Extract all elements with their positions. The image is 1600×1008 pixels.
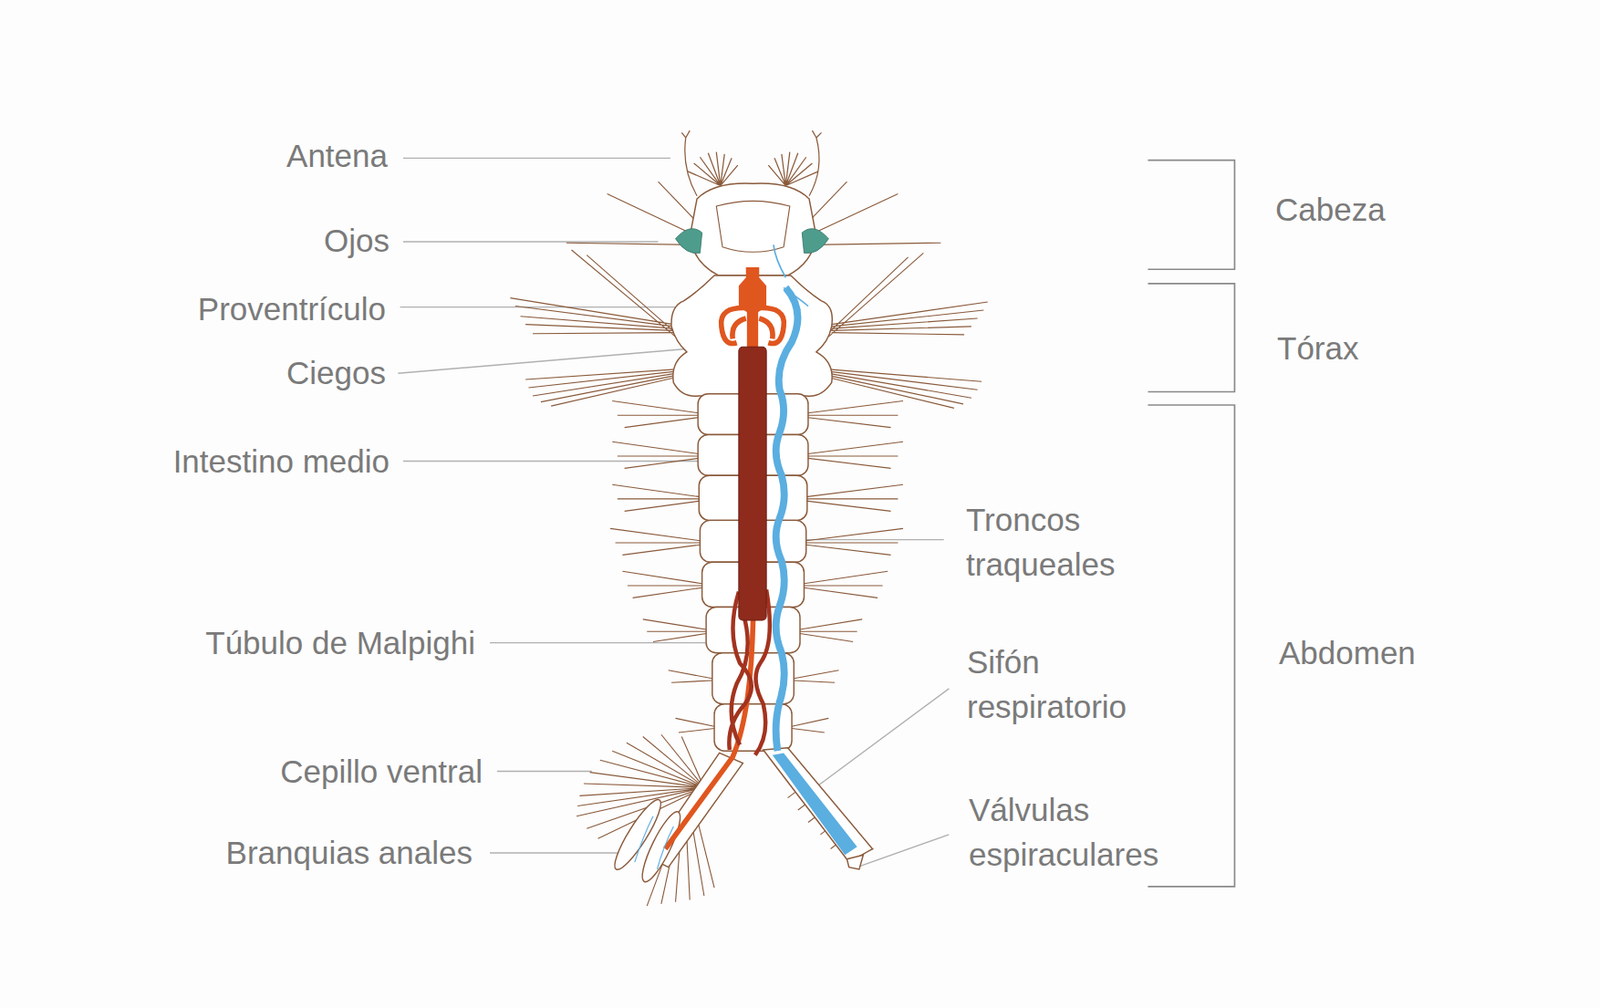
tracheal-system xyxy=(634,244,858,869)
part-label: Troncos traqueales xyxy=(966,497,1185,587)
digestive-tract xyxy=(664,267,784,850)
part-label: Sifón respiratorio xyxy=(966,639,1186,729)
part-label: Intestino medio xyxy=(173,438,390,484)
part-label: Tórax xyxy=(1277,325,1359,371)
part-label: Cabeza xyxy=(1275,187,1386,232)
part-label: Abdomen xyxy=(1278,630,1416,676)
part-label: Túbulo de Malpighi xyxy=(205,620,476,665)
body-outline xyxy=(608,183,873,886)
part-label: Antena xyxy=(286,133,388,178)
part-label: Válvulas espiraculares xyxy=(968,787,1206,877)
setae xyxy=(509,181,988,906)
part-label: Ojos xyxy=(323,218,390,263)
part-label: Proventrículo xyxy=(197,286,386,332)
region-brackets xyxy=(1147,160,1235,887)
part-label: Cepillo ventral xyxy=(280,748,483,794)
part-label: Branquias anales xyxy=(226,830,473,875)
part-label: Ciegos xyxy=(286,350,386,395)
eyes xyxy=(675,228,830,254)
